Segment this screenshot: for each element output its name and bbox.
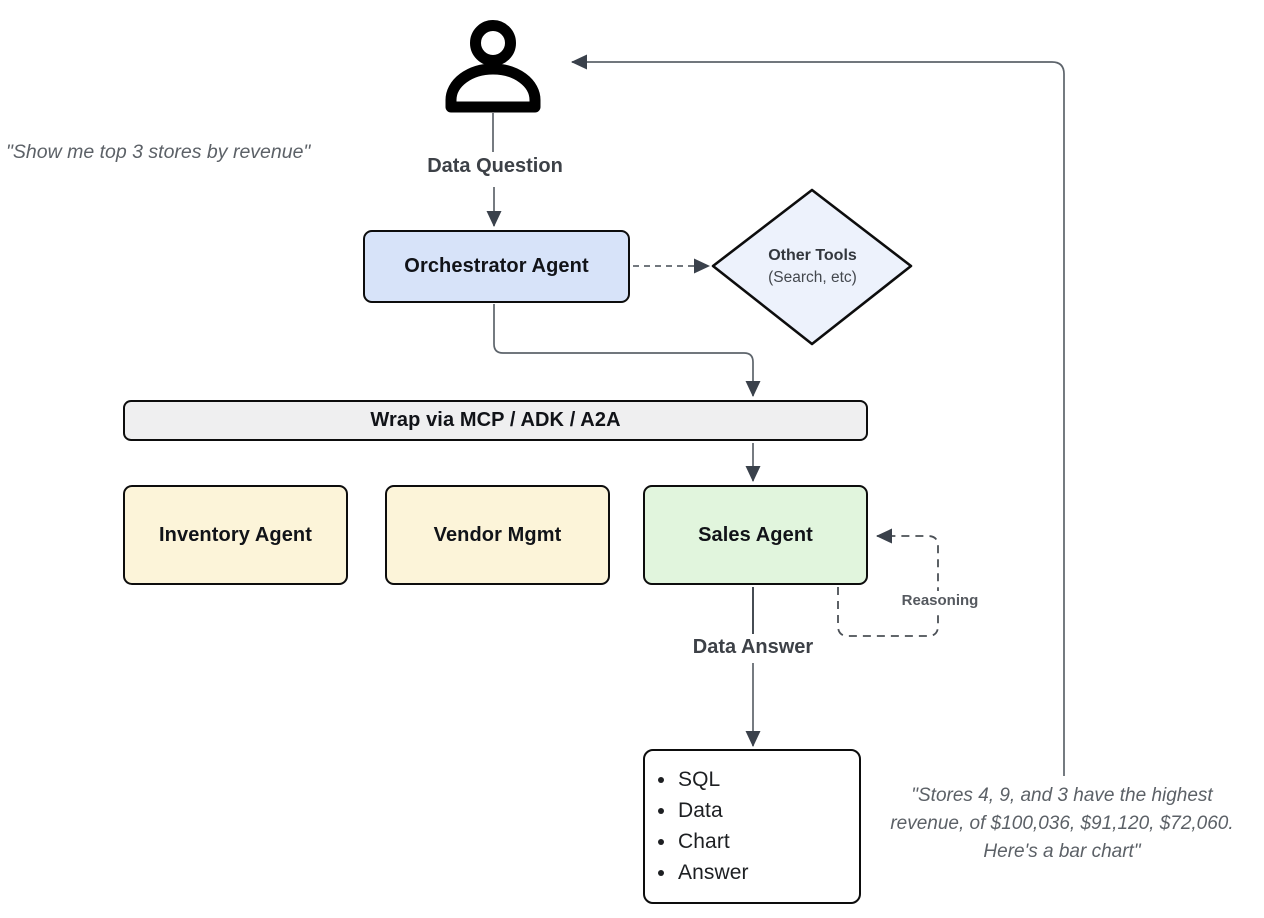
- reasoning-label: Reasoning: [875, 591, 1005, 610]
- output-list: SQL Data Chart Answer: [645, 761, 749, 892]
- user-icon: [445, 20, 541, 113]
- user-quote: "Show me top 3 stores by revenue": [6, 141, 311, 163]
- output-list-node: SQL Data Chart Answer: [643, 749, 861, 904]
- result-quote: "Stores 4, 9, and 3 have the highest rev…: [866, 782, 1258, 866]
- orchestrator-agent-node: Orchestrator Agent: [363, 230, 630, 303]
- inventory-agent-node: Inventory Agent: [123, 485, 348, 585]
- orchestrator-agent-label: Orchestrator Agent: [404, 255, 589, 277]
- other-tools-title: Other Tools: [768, 247, 857, 265]
- sales-agent-label: Sales Agent: [698, 523, 813, 546]
- diamond-shape: [711, 188, 913, 346]
- inventory-agent-label: Inventory Agent: [159, 523, 312, 546]
- output-item-answer: Answer: [677, 861, 749, 885]
- output-item-chart: Chart: [677, 830, 749, 854]
- result-quote-line: Here's a bar chart": [983, 841, 1141, 863]
- data-answer-label: Data Answer: [692, 636, 814, 658]
- sales-agent-node: Sales Agent: [643, 485, 868, 585]
- other-tools-node: Other Tools (Search, etc): [705, 182, 920, 352]
- wrap-bar-label: Wrap via MCP / ADK / A2A: [370, 409, 621, 431]
- vendor-mgmt-label: Vendor Mgmt: [433, 523, 562, 546]
- vendor-mgmt-node: Vendor Mgmt: [385, 485, 610, 585]
- result-quote-line: revenue, of $100,036, $91,120, $72,060.: [890, 813, 1234, 835]
- data-question-label: Data Question: [427, 155, 563, 177]
- other-tools-subtitle: (Search, etc): [768, 269, 857, 287]
- wrap-mcp-adk-a2a-bar: Wrap via MCP / ADK / A2A: [123, 400, 868, 441]
- output-item-data: Data: [677, 799, 749, 823]
- other-tools-label: Other Tools (Search, etc): [705, 182, 920, 352]
- result-quote-line: "Stores 4, 9, and 3 have the highest: [911, 785, 1213, 806]
- output-item-sql: SQL: [677, 768, 749, 792]
